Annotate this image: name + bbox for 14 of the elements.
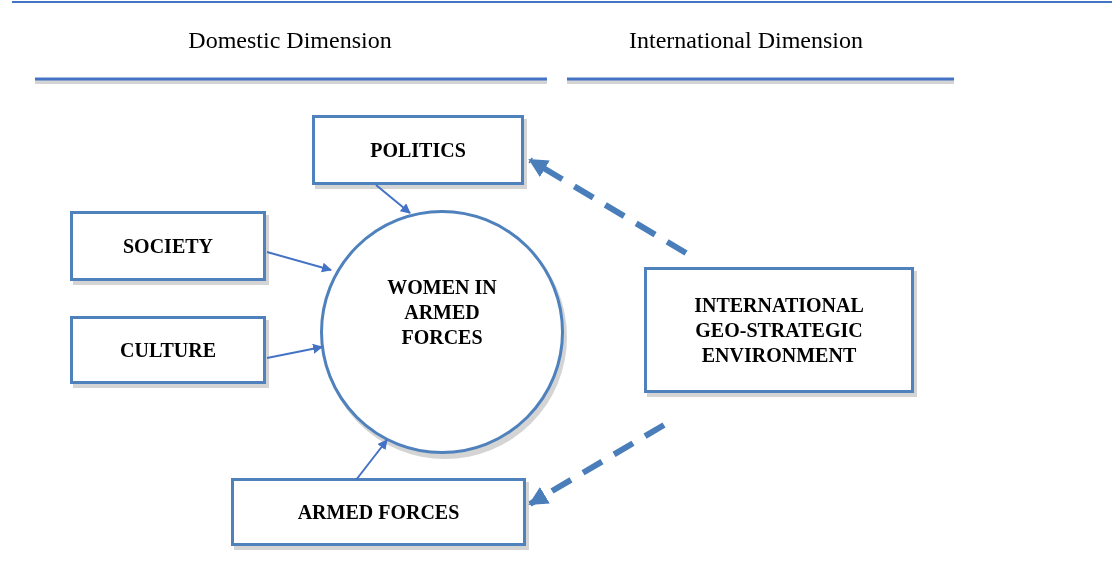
arrow: [266, 343, 323, 359]
dashed-arrow: [528, 157, 688, 256]
node-label: SOCIETY: [123, 233, 213, 259]
node-label: CULTURE: [120, 337, 216, 363]
arrow: [355, 439, 388, 481]
section-heading: Domestic Dimension: [188, 26, 392, 54]
node-label: INTERNATIONAL GEO-STRATEGIC ENVIRONMENT: [693, 292, 865, 368]
node-label: ARMED FORCES: [297, 499, 460, 525]
node-label: POLITICS: [370, 137, 466, 163]
section-heading: International Dimension: [629, 26, 863, 54]
arrow: [375, 184, 411, 214]
arrow: [266, 251, 332, 273]
dashed-arrow: [528, 422, 666, 507]
node-label: WOMEN IN ARMED FORCES: [386, 274, 498, 350]
